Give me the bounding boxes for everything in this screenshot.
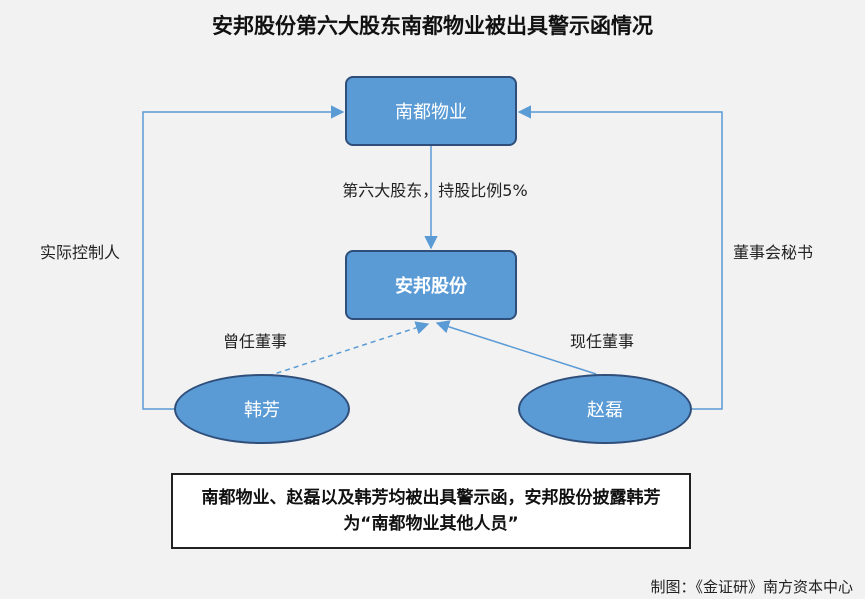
note-box: 南都物业、赵磊以及韩芳均被出具警示函，安邦股份披露韩芳为“南都物业其他人员” [171,473,691,549]
edge-actual-controller [142,105,345,410]
edge-former-director [267,321,430,377]
edge-label-former-director: 曾任董事 [223,332,288,351]
diagram-title: 安邦股份第六大股东南都物业被出具警示函情况 [212,14,653,38]
node-nandu-property: 南都物业 [345,76,517,146]
node-han-fang: 韩芳 [174,374,350,444]
edge-label-board-secretary: 董事会秘书 [733,243,814,262]
source-credit: 制图：《金证研》南方资本中心 [650,578,853,596]
edge-label-current-director: 现任董事 [570,332,635,351]
edge-board-secretary [517,105,723,410]
node-anbang-shares: 安邦股份 [345,250,517,320]
edge-current-director [435,320,597,375]
edge-label-stake: 第六大股东，持股比例5% [342,181,528,200]
edge-label-actual-controller: 实际控制人 [40,243,121,262]
node-zhao-lei: 赵磊 [518,374,692,444]
